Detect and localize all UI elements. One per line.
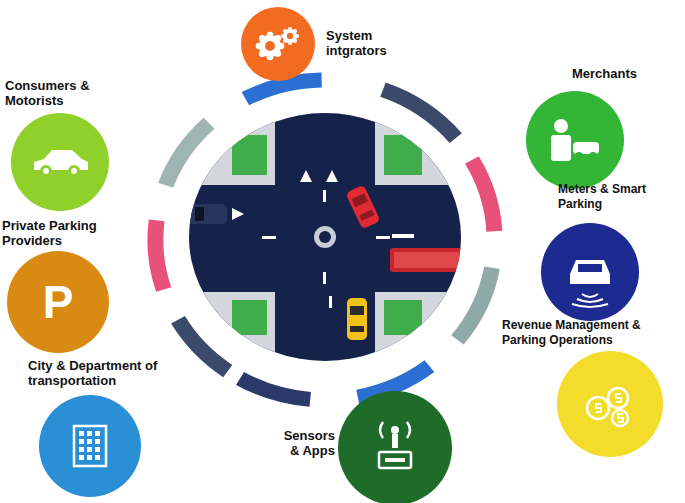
stakeholder-label: City & Department of transportation (28, 358, 173, 388)
stakeholder-circle: Merchants (525, 90, 625, 190)
stakeholder-label: Consumers & Motorists (5, 78, 115, 108)
icon (551, 119, 599, 161)
stakeholder-circle: System intgrators (240, 6, 316, 82)
stakeholder-circle: Meters & Smart Parking (540, 222, 640, 322)
stakeholder-circle: Consumers & Motorists (10, 112, 110, 212)
stakeholder-label: Revenue Management & Parking Operations (502, 318, 682, 348)
circle-shape (337, 390, 453, 503)
parking-symbol: P (6, 277, 110, 327)
circle-shape (240, 6, 316, 82)
circle-shape (525, 90, 625, 190)
stakeholder-label: System intgrators (326, 28, 418, 58)
circle-shape (556, 350, 664, 458)
stakeholder-circle: City & Department of transportation (38, 394, 142, 498)
stakeholder-circle: Revenue Management & Parking Operations (556, 350, 664, 458)
stakeholder-label: Private Parking Providers (2, 218, 127, 248)
icon (34, 150, 88, 177)
icon (570, 260, 610, 307)
circle-shape (540, 222, 640, 322)
ring-arcs (87, 15, 563, 464)
stakeholder-label: Merchants (572, 66, 682, 81)
circle-shape (10, 112, 110, 212)
circle-shape (38, 394, 142, 498)
icon (379, 422, 411, 468)
icon (587, 388, 628, 426)
stakeholder-circle: Sensors & Apps (337, 390, 453, 503)
icon (74, 426, 106, 466)
icon (256, 27, 299, 60)
stakeholder-circle: Private Parking ProvidersP (6, 250, 110, 354)
stakeholder-label: Sensors & Apps (273, 428, 335, 458)
stakeholder-label: Meters & Smart Parking (558, 182, 660, 212)
